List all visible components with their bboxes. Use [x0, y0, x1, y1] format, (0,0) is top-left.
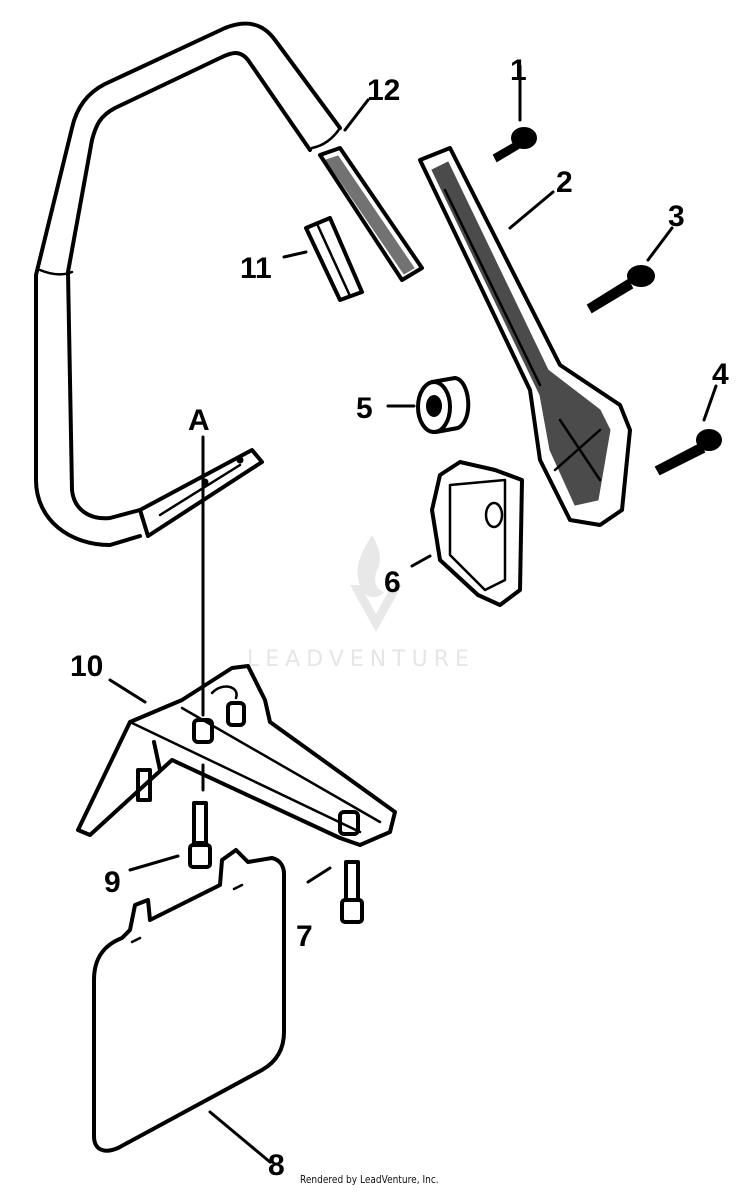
handle-bracket	[418, 146, 632, 527]
screw-middle	[586, 265, 655, 314]
callout-7: 7	[296, 920, 313, 953]
callout-6: 6	[384, 566, 401, 599]
callout-1: 1	[510, 54, 527, 87]
callout-11: 11	[240, 252, 272, 285]
reference-marker: A	[188, 404, 210, 437]
callout-2: 2	[556, 166, 573, 199]
callout-5: 5	[356, 392, 373, 425]
callout-9: 9	[104, 866, 121, 899]
screw-top	[492, 127, 537, 163]
callout-12: 12	[367, 74, 400, 107]
cover-plate	[92, 848, 286, 1153]
screw-base-right	[340, 860, 364, 924]
handle-bar	[34, 21, 342, 547]
leader-lines	[108, 64, 718, 1164]
base-bracket	[76, 664, 397, 847]
callout-3: 3	[668, 200, 685, 233]
watermark-text: LEADVENTURE	[247, 647, 475, 672]
callout-4: 4	[712, 358, 729, 391]
screw-base-left	[188, 801, 212, 869]
mount-plate	[430, 460, 524, 607]
grip-clip	[304, 216, 364, 302]
bushing	[416, 376, 471, 434]
callout-10: 10	[70, 650, 103, 683]
handle-grip	[318, 146, 424, 282]
watermark-logo-icon	[350, 535, 402, 632]
footer-credit: Rendered by LeadVenture, Inc.	[300, 1173, 439, 1186]
screw-lower	[654, 429, 722, 476]
callout-8: 8	[268, 1149, 285, 1182]
